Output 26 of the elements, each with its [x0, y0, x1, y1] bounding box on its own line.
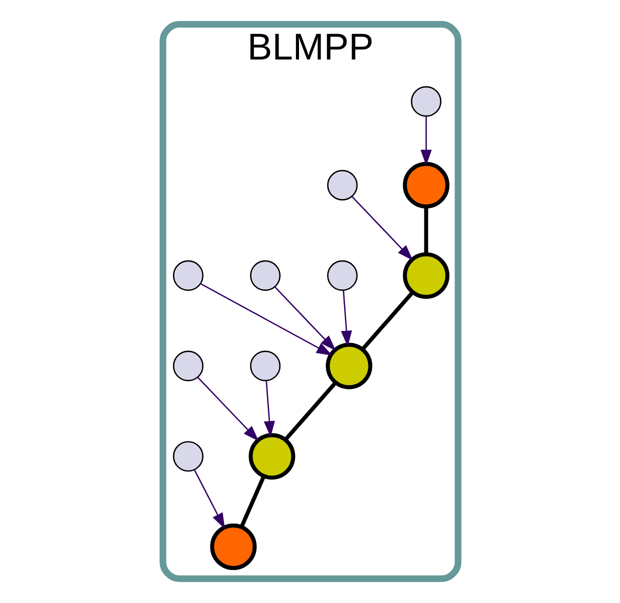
node-circle	[248, 433, 295, 480]
arrow	[340, 290, 352, 347]
node-circle	[326, 260, 358, 291]
arrow	[351, 196, 412, 260]
arrow	[196, 376, 258, 442]
arrow	[200, 283, 332, 356]
arrow	[193, 470, 224, 530]
node-circle	[172, 260, 203, 291]
arrow	[420, 116, 432, 166]
node-circle	[402, 252, 449, 299]
node-circle	[250, 260, 280, 291]
connector	[424, 206, 428, 254]
node-circle	[172, 441, 203, 472]
arrow	[263, 380, 274, 438]
arrow	[274, 286, 336, 351]
node-circle	[326, 170, 358, 200]
node-circle	[210, 523, 256, 570]
connector	[239, 476, 266, 528]
node-circle	[250, 350, 280, 382]
connector	[360, 290, 414, 350]
connector	[284, 381, 337, 441]
node-circle	[325, 342, 372, 390]
cluster: BLMPP	[159, 21, 461, 582]
node-circle	[410, 86, 441, 117]
node-circle	[172, 350, 203, 382]
node-circle	[402, 162, 449, 208]
